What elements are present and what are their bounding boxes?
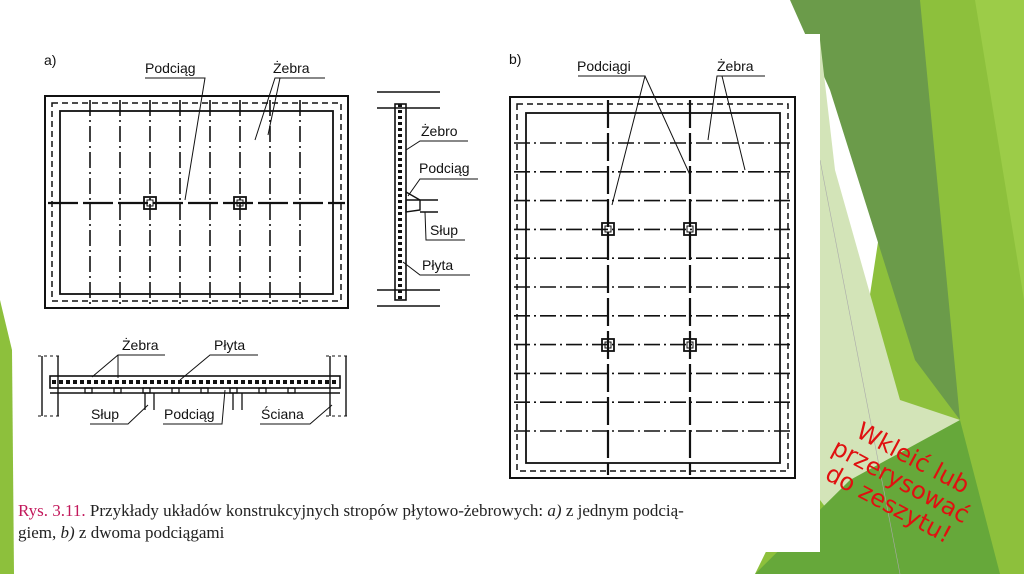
bg-shape-top-right (975, 0, 1024, 300)
label-beam-section: Podciąg (419, 160, 470, 176)
label-beams: Podciągi (577, 58, 631, 74)
caption-text-3: giem, (18, 523, 61, 542)
rib-stub (287, 387, 296, 394)
label-wall-bottom: Ściana (261, 405, 304, 422)
bg-shape-dark (790, 0, 960, 420)
caption-text-1: Przykłady układów konstrukcyjnych stropó… (85, 501, 548, 520)
figure-caption: Rys. 3.11. Przykłady układów konstrukcyj… (18, 500, 818, 544)
column-icon (601, 222, 615, 236)
bg-shape-pale (820, 40, 960, 540)
column-icon (233, 196, 247, 210)
caption-number: Rys. 3.11. (18, 501, 86, 520)
rib-stub (258, 387, 267, 394)
column-icon (683, 338, 697, 352)
column-icon (601, 338, 615, 352)
label-ribs: Żebra (273, 59, 310, 76)
label-ribs-bottom: Żebra (122, 336, 159, 353)
plan-b: b) Podciągi Żebra (509, 51, 796, 479)
label-ribs-b: Żebra (717, 57, 754, 74)
caption-text-4: z dwoma podciągami (74, 523, 225, 542)
rib-stub (200, 387, 209, 394)
label-beam-bottom: Podciąg (164, 406, 215, 422)
part-a-label: a) (44, 52, 56, 68)
caption-b: b) (60, 523, 75, 542)
rib-stub (113, 387, 122, 394)
caption-text-2: z jednym podcią- (561, 501, 684, 520)
column-icon (683, 222, 697, 236)
bg-shape-left-strip (0, 300, 14, 574)
rib-stub (171, 387, 180, 394)
column-core (604, 225, 612, 233)
rib-stub (142, 387, 151, 394)
column-core (686, 225, 694, 233)
bottom-section-a: Żebra Płyta Słup Podciąg Ściana (38, 336, 350, 425)
part-b-label: b) (509, 51, 521, 67)
label-rib: Żebro (421, 122, 458, 139)
column-icon (143, 196, 157, 210)
column-core (604, 341, 612, 349)
caption-a: a) (547, 501, 562, 520)
side-section-a: Żebro Podciąg Słup Płyta (377, 91, 478, 307)
label-slab: Płyta (422, 257, 453, 273)
label-column-bottom: Słup (91, 406, 119, 422)
label-column: Słup (430, 222, 458, 238)
figure-background (14, 34, 820, 552)
label-slab-bottom: Płyta (214, 337, 245, 353)
label-beam: Podciąg (145, 60, 196, 76)
column-core (686, 341, 694, 349)
plan-a: a) Podciąg Żebra (44, 52, 349, 309)
rib-stub (84, 387, 93, 394)
